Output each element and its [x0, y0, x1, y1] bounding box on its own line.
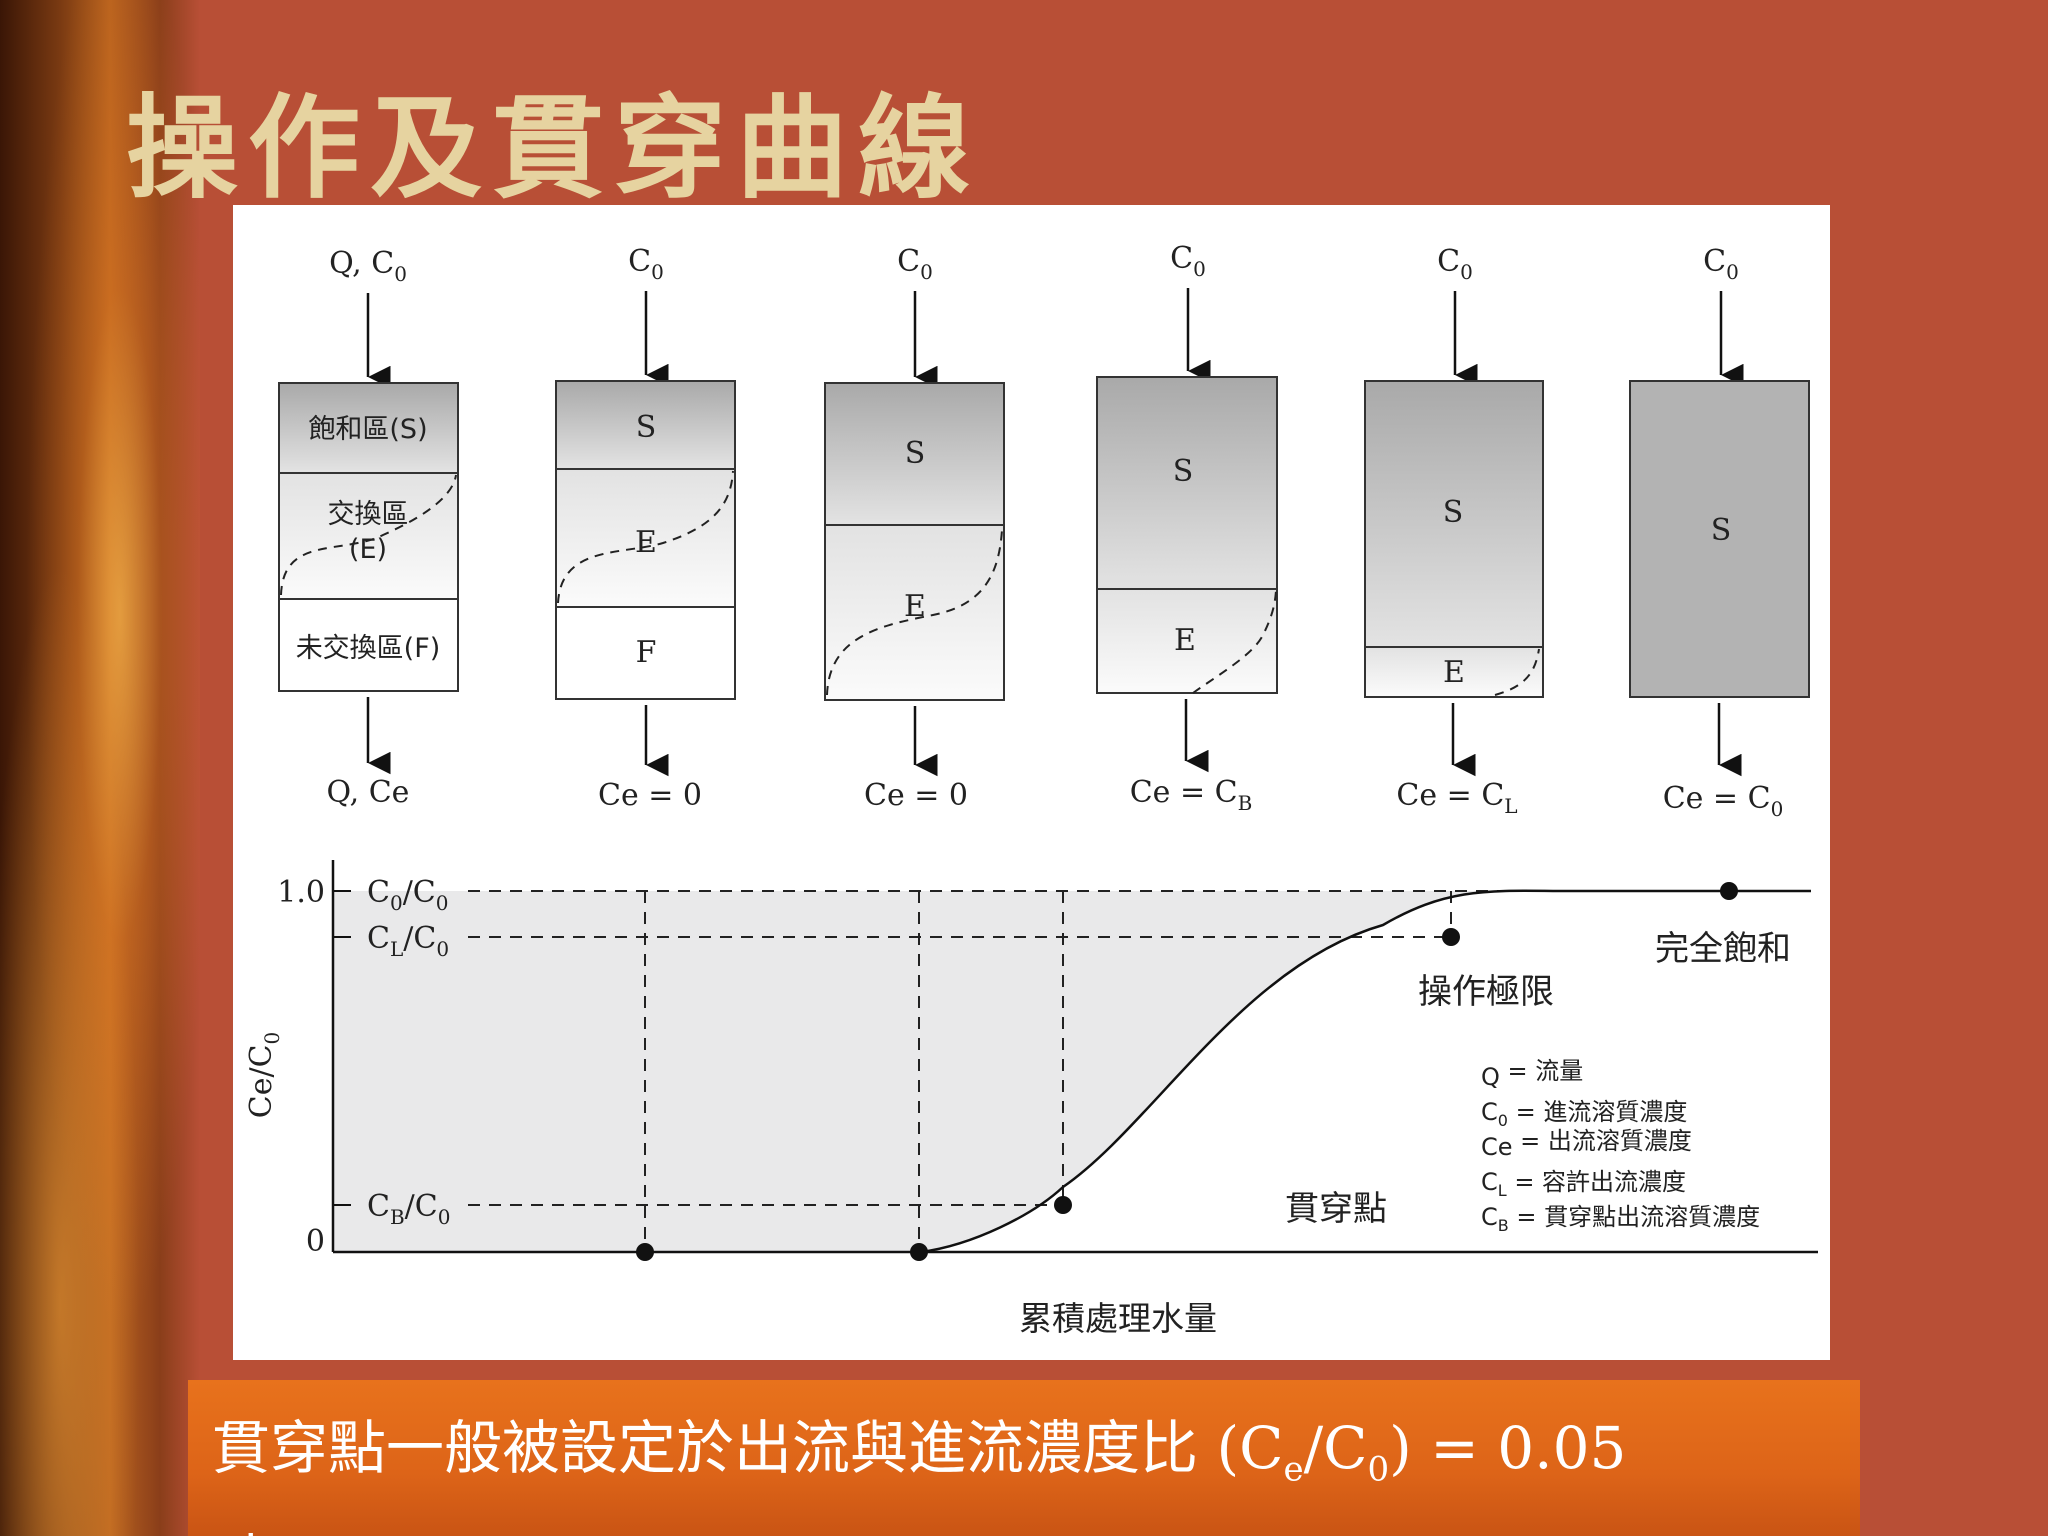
- legend-item: Ce = 出流溶質濃度: [1481, 1127, 1692, 1161]
- label-e: E: [1443, 655, 1465, 690]
- label-s: S: [1443, 495, 1464, 530]
- label-s: S: [905, 436, 926, 471]
- exchange-front-curve: [1494, 648, 1540, 696]
- diagram-panel: Q, C0 飽和區(S) 交換區 (E) 未交換區(F) Q, Ce C0 S …: [233, 205, 1830, 1360]
- annotation-full-saturation: 完全飽和: [1655, 929, 1791, 969]
- column-1-inlet: Q, C0: [329, 246, 407, 286]
- column-5: C0 S E Ce = CL: [1364, 244, 1544, 818]
- column-4-inlet: C0: [1170, 241, 1206, 281]
- level-label-c0: C0/C0: [367, 875, 449, 915]
- label-e: E: [1174, 623, 1196, 658]
- column-6-body: [1629, 380, 1810, 698]
- exchange-zone: [1097, 589, 1277, 693]
- column-6: C0 S Ce = C0: [1629, 244, 1810, 821]
- breakthrough-diagram: Q, C0 飽和區(S) 交換區 (E) 未交換區(F) Q, Ce C0 S …: [244, 241, 1818, 1338]
- decorative-background: [0, 0, 200, 1536]
- column-4-outlet: Ce = CB: [1130, 775, 1253, 815]
- exchange-zone: [556, 469, 735, 607]
- slide-title: 操作及貫穿曲線: [126, 84, 980, 214]
- label-s: S: [1173, 454, 1194, 489]
- label-exchange-e: (E): [349, 534, 387, 565]
- legend: Q = 流量 C0 = 進流溶質濃度 Ce = 出流溶質濃度 CL = 容許出流…: [1481, 1057, 1760, 1235]
- column-5-body: [1364, 380, 1544, 698]
- label-e: E: [635, 525, 657, 560]
- column-4-body: [1096, 376, 1278, 694]
- exchange-front-curve: [280, 474, 457, 596]
- column-5-outlet: Ce = CL: [1396, 778, 1517, 818]
- saturated-zone: [1097, 377, 1277, 589]
- column-6-outlet: Ce = C0: [1663, 781, 1784, 821]
- level-label-cb: CB/C0: [367, 1189, 450, 1229]
- caption-ratio: (Ce/C0): [1198, 1414, 1412, 1490]
- saturated-zone: [1365, 381, 1543, 647]
- operating-limit-point: [1442, 928, 1460, 946]
- column-4: C0 S E Ce = CB: [1096, 241, 1278, 815]
- column-3-inlet: C0: [897, 244, 933, 284]
- annotation-operating-limit: 操作極限: [1418, 972, 1554, 1012]
- label-f: F: [636, 635, 657, 670]
- legend-item: Q = 流量: [1481, 1057, 1583, 1091]
- column-2-inlet: C0: [628, 244, 664, 284]
- legend-item: CL = 容許出流濃度: [1481, 1168, 1686, 1200]
- y-axis-label: Ce/C0: [244, 1032, 284, 1119]
- breakthrough-point: [1054, 1196, 1072, 1214]
- saturated-zone: [556, 381, 735, 469]
- point-col3: [910, 1243, 928, 1261]
- x-axis-label: 累積處理水量: [1019, 1299, 1217, 1338]
- y-tick-bottom: 0: [306, 1224, 325, 1259]
- unexchanged-zone: [279, 599, 458, 691]
- caption-value: 0.05: [1497, 1414, 1627, 1482]
- label-s: S: [636, 410, 657, 445]
- exchange-zone: [825, 525, 1004, 700]
- column-3-body: [824, 382, 1005, 701]
- shaded-area: [333, 890, 1553, 1252]
- label-e: E: [904, 589, 926, 624]
- full-saturation-point: [1720, 882, 1738, 900]
- legend-item: CB = 貫穿點出流溶質濃度: [1481, 1203, 1760, 1235]
- column-2: C0 S E F Ce = 0: [555, 244, 736, 813]
- label-unexchanged: 未交換區(F): [296, 633, 441, 664]
- breakthrough-curve: [920, 889, 1811, 1254]
- column-6-inlet: C0: [1703, 244, 1739, 284]
- caption-text: 貫穿點一般被設定於出流與進流濃度比 (Ce/C0) = 0.05 時: [188, 1380, 1860, 1536]
- column-2-body: [555, 380, 736, 700]
- exchange-front-curve: [557, 470, 734, 604]
- level-label-cl: CL/C0: [367, 921, 449, 961]
- exchange-zone: [279, 473, 458, 599]
- column-2-outlet: Ce = 0: [598, 778, 702, 813]
- exchange-front-curve: [826, 529, 1003, 696]
- caption-main: 貫穿點一般被設定於出流與進流濃度比: [212, 1414, 1199, 1482]
- column-3: C0 S E Ce = 0: [824, 244, 1005, 813]
- column-5-inlet: C0: [1437, 244, 1473, 284]
- legend-item: C0 = 進流溶質濃度: [1481, 1098, 1687, 1130]
- caption-line2: 時: [212, 1528, 270, 1536]
- saturated-zone: [279, 383, 458, 473]
- label-exchange: 交換區: [328, 499, 409, 530]
- column-3-outlet: Ce = 0: [864, 778, 968, 813]
- column-1: Q, C0 飽和區(S) 交換區 (E) 未交換區(F) Q, Ce: [278, 246, 459, 810]
- label-s: S: [1711, 513, 1732, 548]
- label-saturated: 飽和區(S): [308, 414, 427, 445]
- column-1-outlet: Q, Ce: [327, 775, 410, 810]
- saturated-zone: [825, 383, 1004, 525]
- column-1-body: [278, 382, 459, 692]
- caption-bar: 貫穿點一般被設定於出流與進流濃度比 (Ce/C0) = 0.05 時: [188, 1380, 1860, 1536]
- caption-equals: =: [1411, 1414, 1498, 1482]
- point-col2: [636, 1243, 654, 1261]
- breakthrough-curve-chart: 1.0 0 C0/C0 CL/C0 CB/C0 Ce/C0 累積處理水量 完全飽…: [244, 860, 1818, 1338]
- unexchanged-zone: [556, 607, 735, 699]
- annotation-breakthrough: 貫穿點: [1285, 1189, 1387, 1229]
- y-tick-top: 1.0: [277, 875, 325, 910]
